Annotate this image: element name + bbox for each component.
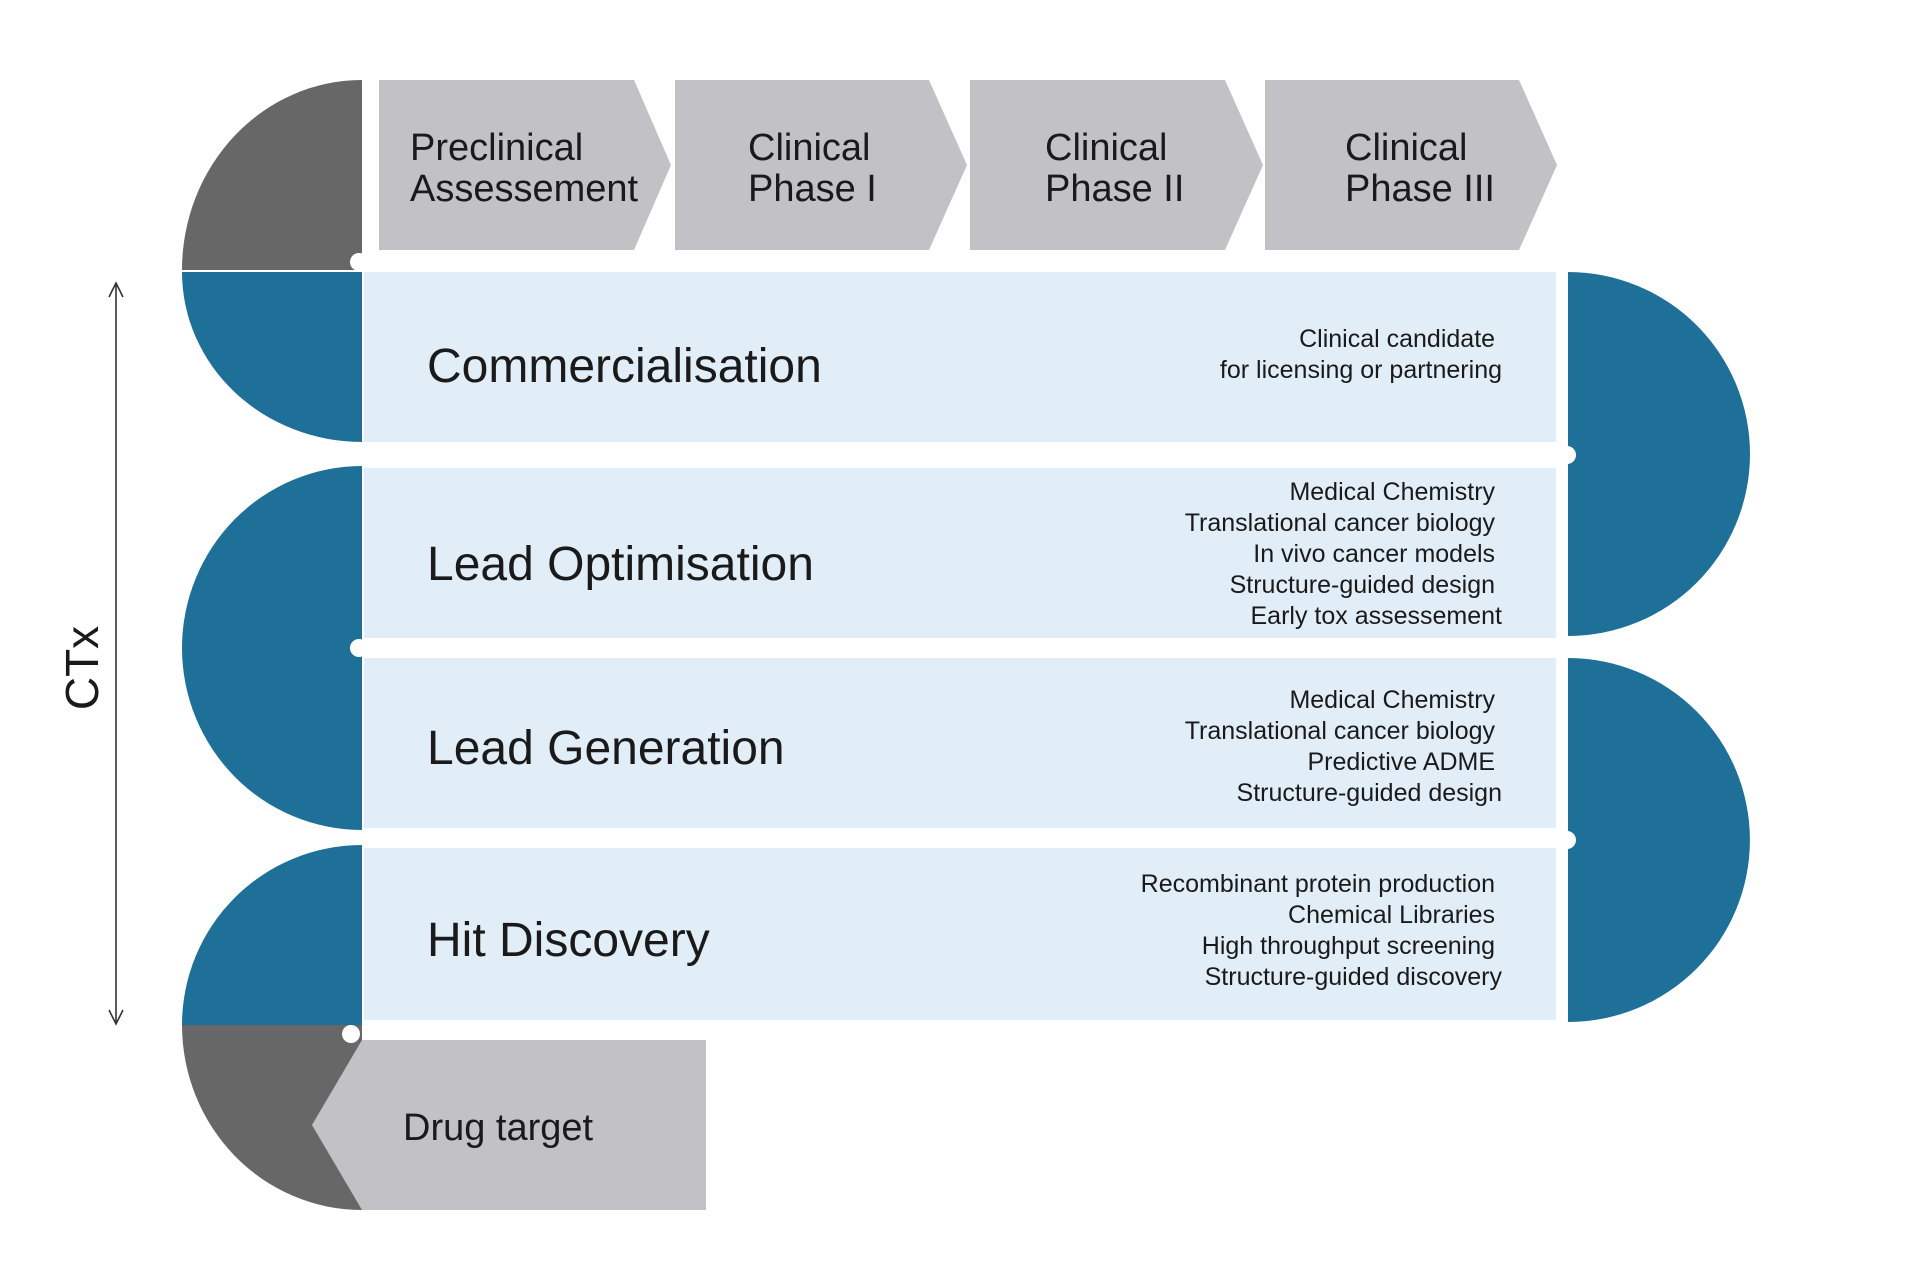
start-chevron-drug-target bbox=[312, 1040, 706, 1210]
step-chevron-phase-3 bbox=[1265, 80, 1557, 250]
connector-dot bbox=[342, 1025, 360, 1043]
stage-title-hit-discovery: Hit Discovery bbox=[427, 914, 710, 967]
connector-dot bbox=[350, 253, 368, 271]
top-left-gray-cap bbox=[182, 80, 362, 270]
ctx-axis-arrow-down bbox=[108, 1009, 124, 1026]
stage-details-hit-discovery: Recombinant protein production Chemical … bbox=[1141, 870, 1503, 991]
bottom-left-gray-cap bbox=[182, 1025, 362, 1210]
stage-band-commercialisation bbox=[364, 272, 1556, 442]
stage-band-lead-optimisation bbox=[364, 468, 1556, 638]
step-label-phase-1: Clinical Phase I bbox=[748, 127, 881, 210]
step-chevron-phase-2 bbox=[970, 80, 1263, 250]
right-half-circle-lower bbox=[1568, 658, 1750, 1022]
step-chevron-preclinical bbox=[379, 80, 671, 250]
start-label: Drug target bbox=[403, 1107, 594, 1149]
step-chevron-phase-1 bbox=[675, 80, 967, 250]
connector-dot bbox=[1558, 831, 1576, 849]
stage-details-lead-optimisation: Medical Chemistry Translational cancer b… bbox=[1185, 478, 1502, 630]
stage-band-hit-discovery bbox=[364, 848, 1556, 1020]
left-half-circle-lead bbox=[182, 466, 362, 830]
connector-dot bbox=[350, 639, 368, 657]
step-label-phase-3: Clinical Phase III bbox=[1345, 127, 1495, 210]
stage-details-commercialisation: Clinical candidate for licensing or part… bbox=[1220, 325, 1502, 384]
top-left-blue-cap bbox=[182, 272, 362, 442]
ctx-axis-arrow-up bbox=[108, 281, 124, 298]
stage-details-lead-generation: Medical Chemistry Translational cancer b… bbox=[1185, 686, 1502, 807]
stage-title-lead-optimisation: Lead Optimisation bbox=[427, 538, 814, 591]
bottom-left-blue-cap bbox=[182, 845, 362, 1025]
stage-title-commercialisation: Commercialisation bbox=[427, 340, 822, 393]
stage-band-lead-generation bbox=[364, 658, 1556, 828]
step-label-phase-2: Clinical Phase II bbox=[1045, 127, 1184, 210]
ctx-axis-label: CTx bbox=[56, 626, 108, 710]
step-label-preclinical: Preclinical Assessement bbox=[410, 127, 639, 210]
stage-title-lead-generation: Lead Generation bbox=[427, 722, 785, 775]
right-half-circle-upper bbox=[1568, 272, 1750, 636]
connector-dot bbox=[1558, 446, 1576, 464]
